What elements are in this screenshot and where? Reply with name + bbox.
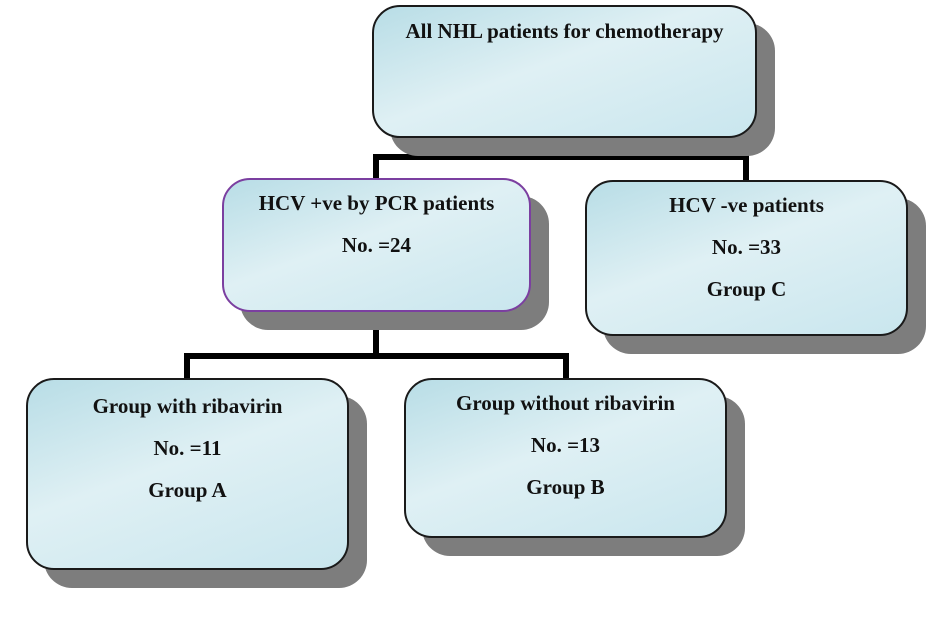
node-box: All NHL patients for chemotherapy xyxy=(372,5,757,138)
node-title: HCV +ve by PCR patients xyxy=(258,191,495,215)
node-title: HCV -ve patients xyxy=(669,193,824,217)
node-count: No. =11 xyxy=(153,436,222,460)
node-title: Group with ribavirin xyxy=(92,394,283,418)
node-group: Group C xyxy=(706,277,787,301)
node-box: HCV +ve by PCR patients No. =24 xyxy=(222,178,531,312)
node-hcv-positive: HCV +ve by PCR patients No. =24 xyxy=(222,178,549,330)
node-title: All NHL patients for chemotherapy xyxy=(405,19,724,43)
node-title: Group without ribavirin xyxy=(456,391,675,415)
node-hcv-negative: HCV -ve patients No. =33 Group C xyxy=(585,180,926,354)
node-box: Group with ribavirin No. =11 Group A xyxy=(26,378,349,570)
node-all-nhl-patients: All NHL patients for chemotherapy xyxy=(372,5,775,156)
node-group: Group B xyxy=(526,475,605,499)
node-group: Group A xyxy=(148,478,227,502)
node-count: No. =33 xyxy=(711,235,782,259)
node-box: Group without ribavirin No. =13 Group B xyxy=(404,378,727,538)
node-group-without-ribavirin: Group without ribavirin No. =13 Group B xyxy=(404,378,745,556)
node-count: No. =13 xyxy=(530,433,601,457)
node-count: No. =24 xyxy=(341,233,412,257)
node-box: HCV -ve patients No. =33 Group C xyxy=(585,180,908,336)
node-group-with-ribavirin: Group with ribavirin No. =11 Group A xyxy=(26,378,367,588)
